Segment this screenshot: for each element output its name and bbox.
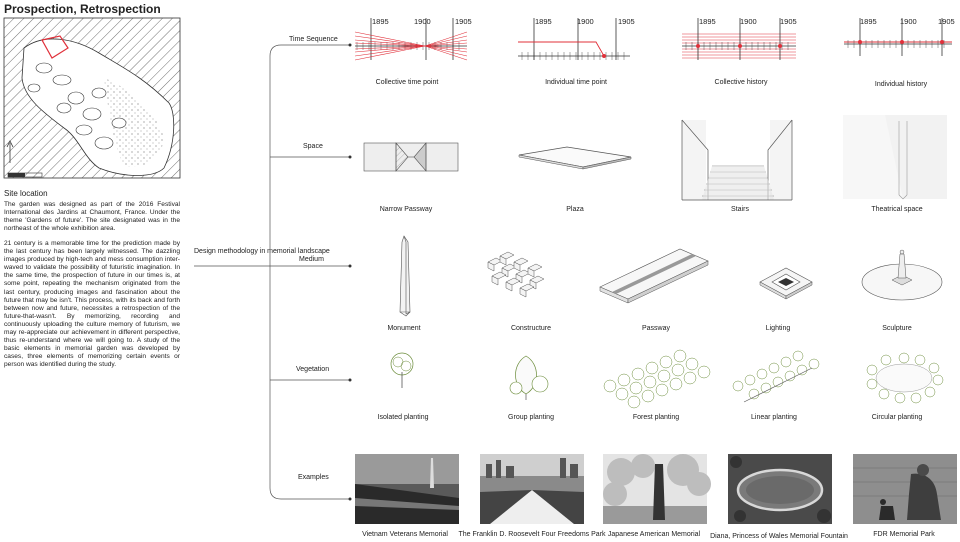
caption-vietnam-veterans-memorial: Vietnam Veterans Memorial [362,531,448,538]
caption-plaza: Plaza [566,206,584,213]
forest-planting-diagram [603,349,711,409]
tick-1895: 1895 [535,17,552,26]
row-label-vegetation: Vegetation [296,366,330,373]
tick-1905: 1905 [618,17,635,26]
caption-group-planting: Group planting [508,414,554,421]
timeline-individual-time-point [518,18,630,60]
page-title: Prospection, Retrospection [4,2,161,16]
caption-collective-history: Collective history [714,79,768,86]
site-paragraph-1: The garden was designed as part of the 2… [4,201,180,233]
row-label-medium: Medium [299,256,324,263]
tick-1900: 1900 [740,17,757,26]
constructure-diagram [487,251,545,298]
caption-stairs: Stairs [731,206,749,213]
tick-1895: 1895 [699,17,716,26]
timeline-collective-time-point [354,18,468,61]
site-paragraph-2: 21 century is a memorable time for the p… [4,240,180,369]
timeline-collective-history [682,18,796,60]
caption-fdr-memorial-park: FDR Memorial Park [873,531,935,538]
caption-individual-history: Individual history [874,81,928,88]
lighting-diagram [759,267,813,300]
caption-forest-planting: Forest planting [632,414,680,421]
row-label-space: Space [303,143,323,150]
photo-fdr-four-freedoms-park [480,454,584,524]
caption-japanese-american-memorial: Japanese American Memorial [607,531,701,538]
caption-isolated-planting: Isolated planting [377,414,429,421]
circular-planting-diagram [866,352,944,404]
caption-diana-memorial-fountain: Diana, Princess of Wales Memorial Founta… [710,533,848,540]
tick-1905: 1905 [455,17,472,26]
caption-linear-planting: Linear planting [751,414,797,421]
caption-circular-planting: Circular planting [871,414,923,421]
caption-monument: Monument [387,325,421,332]
photo-vietnam-veterans-memorial [355,454,459,524]
tick-1900: 1900 [577,17,594,26]
tick-1895: 1895 [372,17,389,26]
caption-passway: Passway [641,325,671,332]
stairs-diagram [681,119,793,201]
linear-planting-diagram [732,350,820,403]
caption-fdr-four-freedoms-park: The Franklin D. Roosevelt Four Freedoms … [458,531,606,538]
tick-1905: 1905 [780,17,797,26]
plaza-diagram [518,146,632,170]
photo-japanese-american-memorial [603,454,711,524]
row-label-examples: Examples [298,474,329,481]
tick-1905: 1905 [938,17,955,26]
photo-fdr-memorial-park [853,454,957,524]
isolated-planting-diagram [390,352,414,388]
caption-sculpture: Sculpture [882,325,912,332]
caption-collective-time-point: Collective time point [375,79,439,86]
group-planting-diagram [509,355,549,400]
timeline-individual-history [844,18,952,56]
caption-individual-time-point: Individual time point [545,79,607,86]
methodology-label: Design methodology in memorial landscape [194,248,330,255]
tick-1900: 1900 [414,17,431,26]
caption-narrow-passway: Narrow Passway [379,206,433,213]
site-map [3,17,181,179]
sculpture-diagram [861,249,943,301]
theatrical-space-diagram [843,115,947,200]
caption-constructure: Constructure [510,325,552,332]
row-label-time-sequence: Time Sequence [289,36,338,43]
passway-diagram [599,248,709,304]
caption-lighting: Lighting [765,325,791,332]
photo-diana-memorial-fountain [728,454,832,524]
narrow-passway-diagram [363,142,459,172]
site-location-label: Site location [4,189,48,198]
caption-theatrical-space: Theatrical space [871,206,923,213]
tick-1895: 1895 [860,17,877,26]
tick-1900: 1900 [900,17,917,26]
monument-diagram [399,235,411,317]
